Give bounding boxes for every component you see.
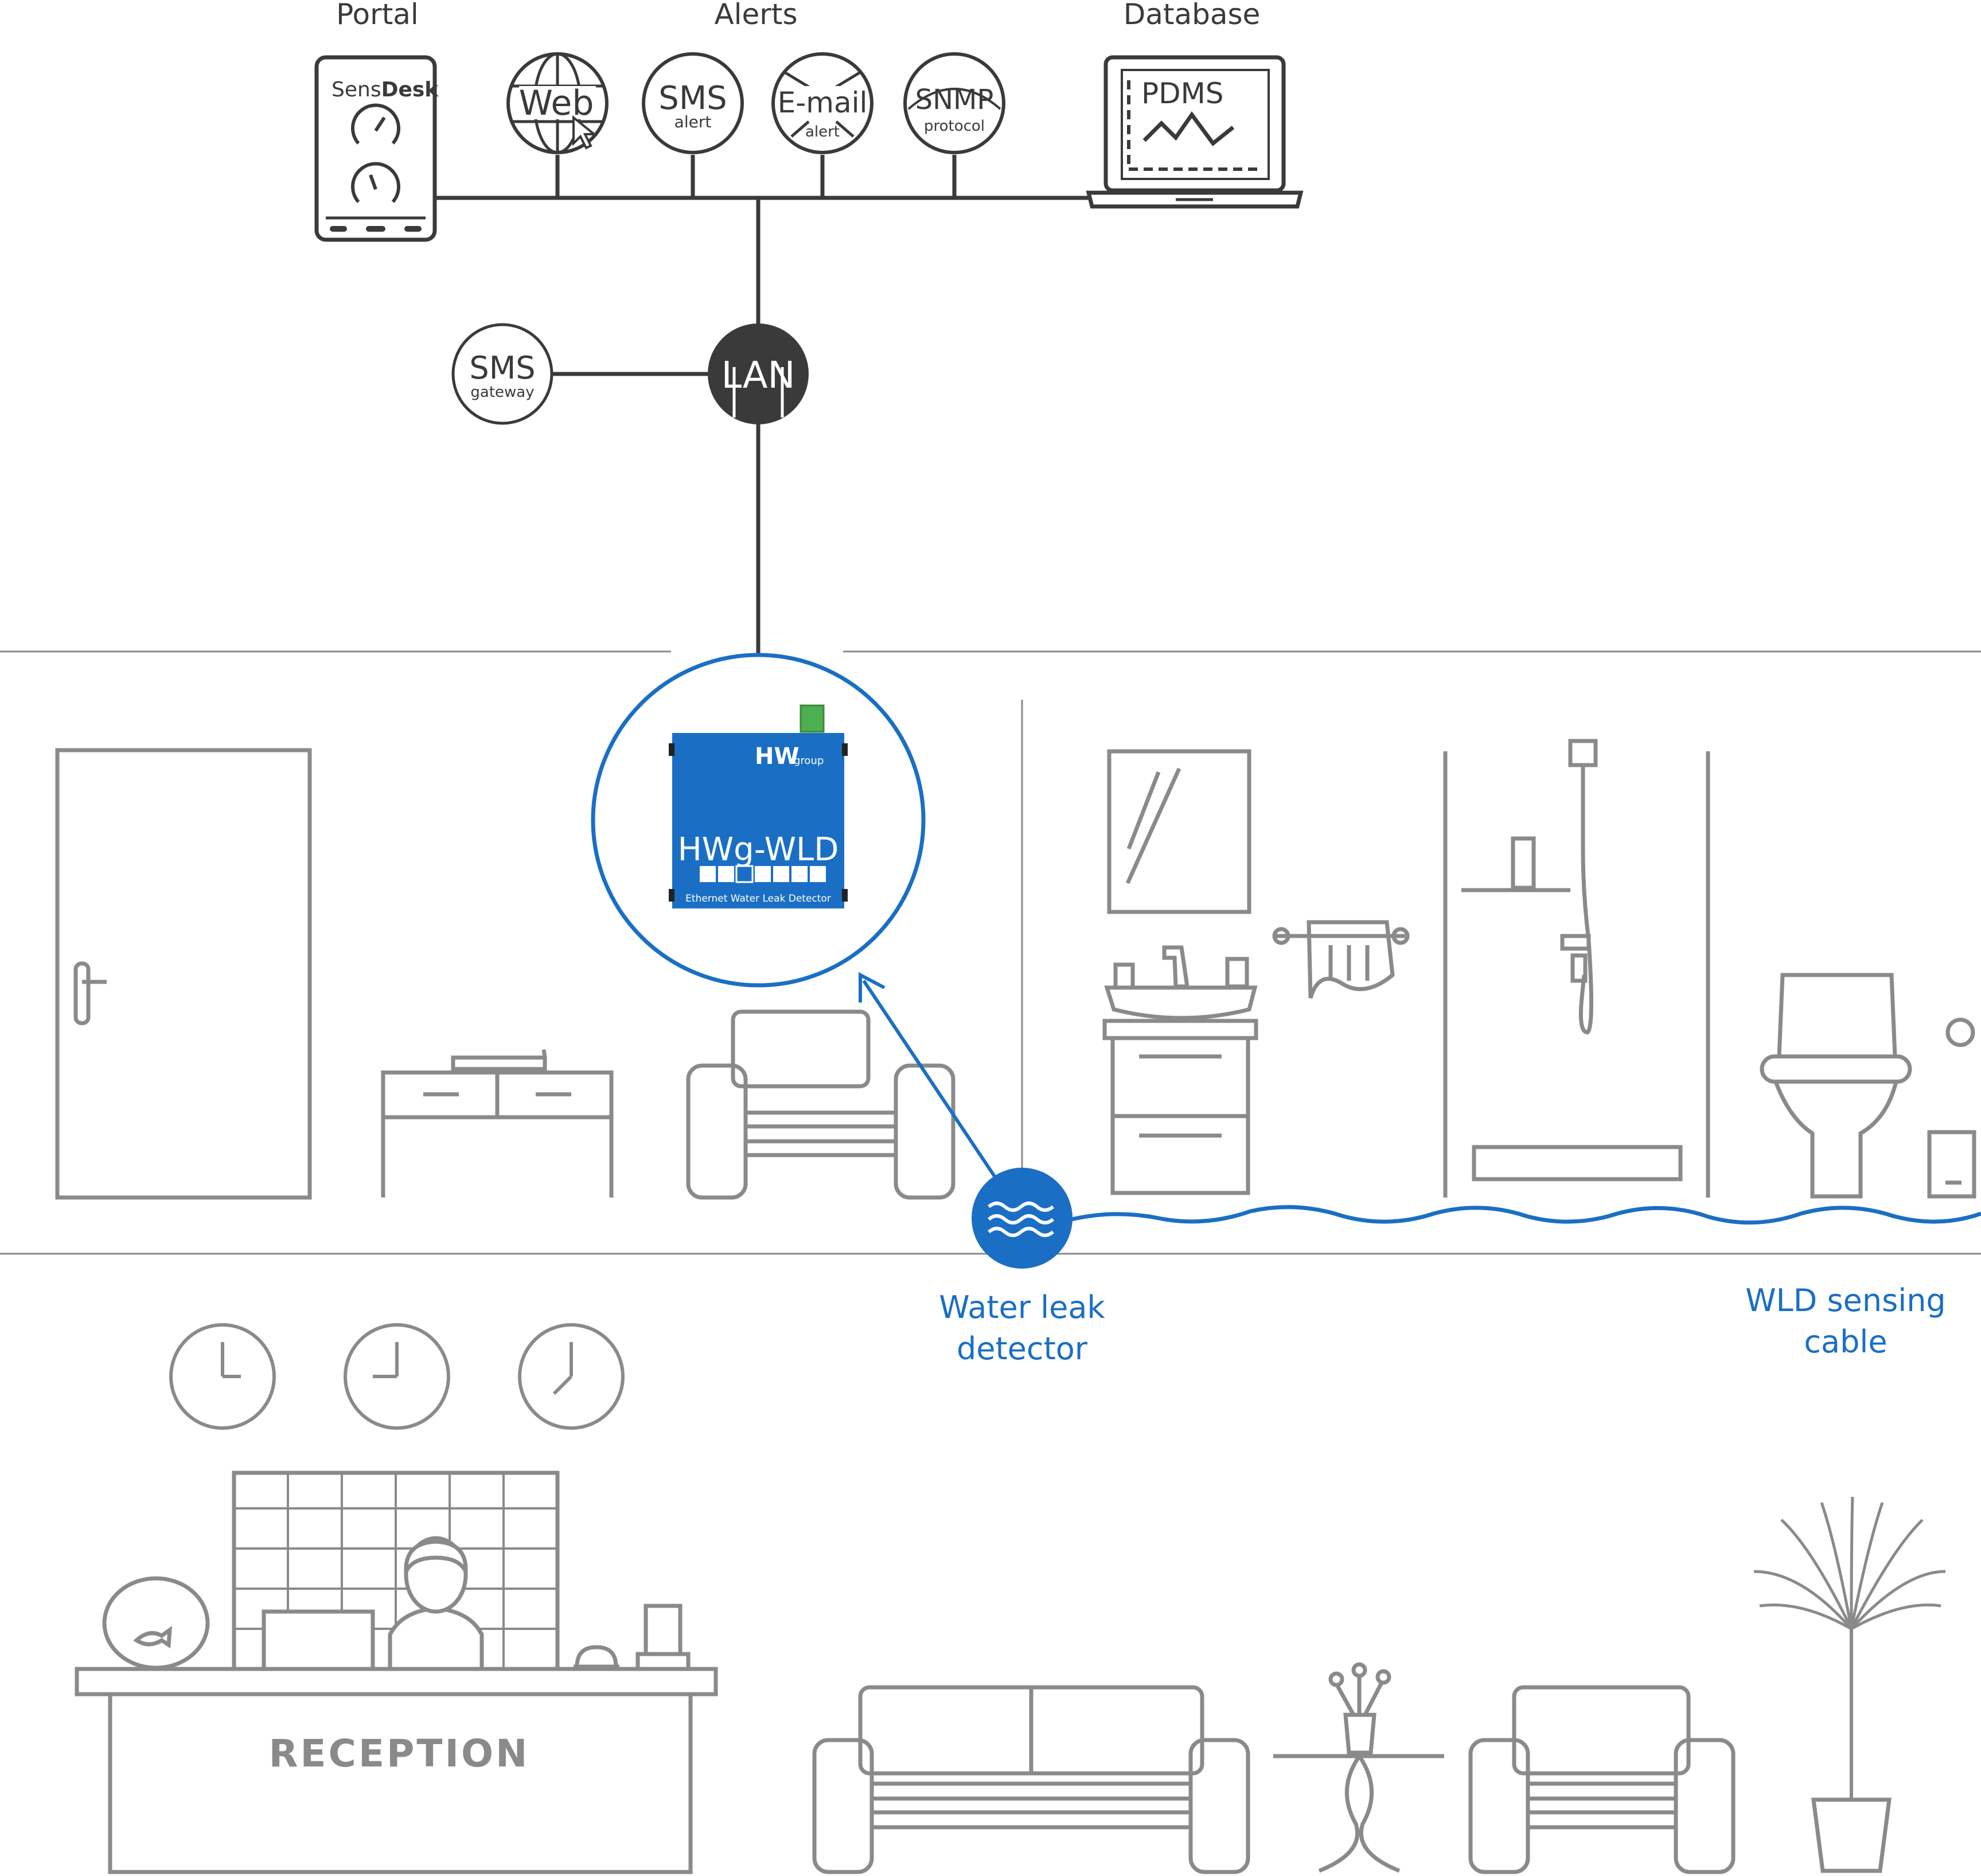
reception-desk <box>75 1471 718 1874</box>
snmp-sub: protocol <box>924 118 985 135</box>
device-callout <box>591 653 926 988</box>
lan-node <box>708 323 809 424</box>
database-label: Database <box>1124 0 1261 31</box>
portal-label: Portal <box>336 0 419 31</box>
device-model: HWg-WLD <box>678 831 839 868</box>
sms-alert-icon <box>642 52 744 154</box>
top-network <box>436 155 1090 654</box>
reception-label: RECEPTION <box>269 1731 530 1776</box>
sms-gateway-icon <box>451 323 553 425</box>
door <box>55 748 312 1200</box>
snmp-icon <box>903 52 1005 154</box>
tablet-icon <box>314 55 437 242</box>
cable-label-line1: WLD sensing <box>1745 1282 1945 1319</box>
device-caption: Ethernet Water Leak Detector <box>685 893 831 904</box>
email-alert-label: E-mail <box>778 86 868 119</box>
floor-lines <box>0 650 1981 1255</box>
clock-icon <box>344 1323 450 1430</box>
callout-arrow <box>859 972 1000 1183</box>
gauge-icon <box>351 103 400 203</box>
web-label: Web <box>519 83 594 123</box>
clock-icon <box>518 1323 625 1430</box>
sms-gateway-label: SMS <box>469 350 535 386</box>
sensing-cable <box>1066 1205 1981 1225</box>
sms-alert-sub: alert <box>674 112 712 131</box>
detector-label-line2: detector <box>957 1331 1088 1367</box>
side-table <box>1273 1662 1444 1873</box>
armchair <box>686 1009 956 1200</box>
snmp-label: SNMP <box>915 84 994 116</box>
armchair-2 <box>1468 1685 1736 1874</box>
detector-label-line1: Water leak <box>939 1289 1105 1325</box>
pdms-label: PDMS <box>1141 77 1224 110</box>
plant <box>1753 1496 1946 1873</box>
laptop-icon <box>1086 55 1304 209</box>
device-brand: HW <box>755 743 800 770</box>
receptionist-icon <box>388 1536 484 1671</box>
bathroom <box>1102 739 1976 1199</box>
wall-clocks <box>169 1323 625 1430</box>
lan-label: LAN <box>722 354 795 397</box>
email-alert-sub: alert <box>805 123 840 141</box>
portal-app-name: SensDesk <box>332 78 439 102</box>
console-table <box>381 1049 614 1198</box>
water-leak-detector-icon <box>972 1168 1073 1269</box>
clock-icon <box>169 1323 276 1430</box>
cable-label-line2: cable <box>1804 1324 1887 1360</box>
device-brand-sub: group <box>794 755 824 767</box>
sms-alert-label: SMS <box>658 80 727 117</box>
sofa <box>812 1685 1250 1874</box>
alerts-label: Alerts <box>714 0 797 31</box>
sms-gateway-sub: gateway <box>470 384 534 401</box>
cursor-icon <box>572 115 598 150</box>
